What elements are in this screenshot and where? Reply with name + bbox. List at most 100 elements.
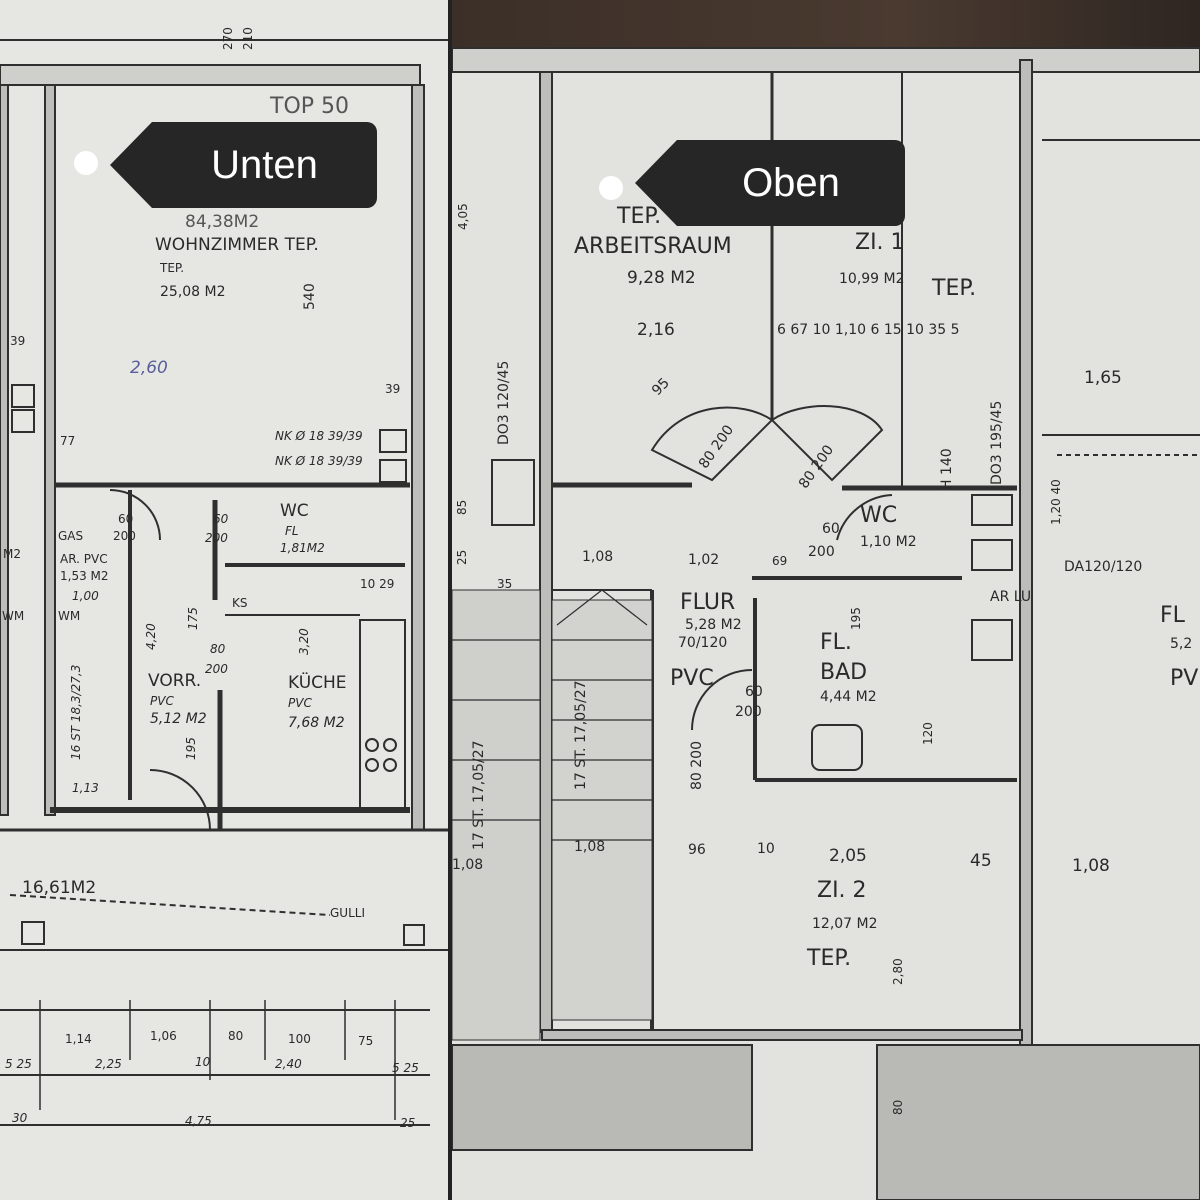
floor-tag-label: Oben: [742, 160, 840, 205]
dim-label: 175: [186, 607, 200, 630]
room-name-kueche: KÜCHE: [288, 673, 347, 693]
dim-label: 1,08: [452, 857, 484, 873]
door-dim: 60: [822, 521, 840, 537]
room-floor: PVC: [288, 696, 312, 710]
door-dim: 200: [205, 662, 228, 676]
dim-label: 120: [921, 722, 935, 745]
room-name-wc: WC: [860, 503, 898, 528]
label-ks: KS: [232, 596, 248, 610]
dim-label: 4,05: [456, 203, 470, 230]
duct-label: NK Ø 18 39/39: [275, 454, 363, 468]
room-floor: FL.: [820, 630, 852, 655]
label-wm: WM: [2, 609, 25, 623]
room-area: 4,44 M2: [820, 689, 877, 705]
dim-label: 1,13: [72, 781, 99, 795]
door-dim: 200: [205, 531, 228, 545]
door-dim: 80 200: [689, 741, 705, 790]
dim-label: 195: [849, 607, 863, 630]
lower-floor-walls: [0, 39, 448, 1126]
room-name-flur: FLUR: [680, 590, 736, 615]
label-ar-lu: AR LU: [990, 589, 1032, 605]
marker-dot: [74, 151, 98, 175]
dim-label: 1,02: [688, 552, 720, 568]
dim-label: 6 67 10 1,10 6 15 10 35 5: [777, 322, 960, 338]
dim-label: 45: [970, 851, 992, 871]
dim-label: 80: [228, 1029, 244, 1043]
area-unit: M2: [3, 547, 21, 561]
window-label: DO3 195/45: [989, 400, 1005, 485]
room-area: 5,12 M2: [150, 711, 207, 727]
label-gas: GAS: [58, 529, 84, 543]
dim-label: 39: [10, 334, 26, 348]
room-area: 1,53 M2: [60, 569, 109, 583]
dim-label: H 140: [939, 448, 955, 490]
label-gulli: GULLI: [330, 906, 365, 920]
room-floor: FL: [1160, 603, 1185, 628]
dim-label: 30: [12, 1111, 28, 1125]
stair-label: 17 ST. 17,05/27: [573, 680, 589, 790]
room-name-bad: BAD: [820, 660, 868, 685]
room-name-arbeitsraum: ARBEITSRAUM: [574, 234, 732, 259]
room-area: 5,28 M2: [685, 617, 742, 633]
dim-label: 1,00: [72, 589, 99, 603]
dim-label: 35: [497, 577, 513, 591]
room-area: 5,2: [1170, 636, 1193, 652]
dim-label: 39: [385, 382, 401, 396]
floor-tag-unten: Unten: [110, 122, 377, 208]
floor-tag-oben: Oben: [635, 140, 905, 226]
dim-label: 10: [195, 1055, 211, 1069]
room-area: 1,81M2: [280, 541, 325, 555]
room-floor: PV: [1170, 666, 1199, 691]
room-area: 1,10 M2: [860, 534, 917, 550]
dim-label: 25: [455, 549, 469, 565]
dim-label: 10: [757, 841, 775, 857]
room-area: 9,28 M2: [627, 268, 696, 288]
room-floor: TEP.: [932, 276, 977, 301]
door-dim: 60: [745, 684, 763, 700]
room-name-vorraum: VORR.: [148, 671, 202, 691]
unit-label: TOP 50: [270, 94, 350, 119]
window-label: DA120/120: [1064, 559, 1143, 575]
room-area: 12,07 M2: [812, 916, 878, 932]
dim-label: 1,20 40: [1049, 479, 1063, 525]
dim-label: 2,05: [829, 846, 867, 866]
dim-label: 85: [455, 499, 469, 515]
dim-label: 2,40: [275, 1057, 302, 1071]
dim-label: 1,06: [150, 1029, 177, 1043]
floor-tag-label: Unten: [211, 142, 318, 187]
dim-label: 25: [400, 1116, 416, 1130]
image-divider: [448, 0, 452, 1200]
dim-label: 80: [891, 1099, 905, 1115]
dim-label: 100: [288, 1032, 311, 1046]
room-floor: TEP.: [807, 946, 852, 971]
dim-label: 77: [60, 434, 76, 448]
upper-floor-walls: [452, 47, 1200, 1200]
dim-label: 96: [688, 842, 706, 858]
door-dim: 200: [808, 544, 835, 560]
door-dim: 200: [113, 529, 136, 543]
dim-label: 75: [358, 1034, 374, 1048]
dim-label: 5 25: [5, 1057, 32, 1071]
dim-label: 4,75: [185, 1114, 212, 1128]
door-dim: 60: [213, 512, 229, 526]
dim-label: 1,08: [574, 839, 606, 855]
room-area: 16,61M2: [22, 878, 97, 898]
marker-dot: [599, 176, 623, 200]
dim-label: 1,14: [65, 1032, 92, 1046]
label-wm: WM: [58, 609, 81, 623]
dim-label: 2,16: [637, 320, 675, 340]
dim-label: 210: [241, 27, 255, 50]
duct-label: NK Ø 18 39/39: [275, 429, 363, 443]
dim-label: 70/120: [678, 635, 728, 651]
dim-label: 69: [772, 554, 788, 568]
room-name-zi2: ZI. 2: [817, 878, 867, 903]
dim-label: 2,25: [95, 1057, 122, 1071]
window-label: DO3 120/45: [496, 360, 512, 445]
background-table: [452, 0, 1200, 52]
door-dim: 80: [210, 642, 226, 656]
upper-floor-plan: 4,05 TEP. ARBEITSRAUM 9,28 M2 ZI. 1 10,9…: [452, 0, 1200, 1200]
dim-label: 4,20: [144, 623, 158, 650]
room-name-wc: WC: [280, 501, 309, 521]
dim-label: 2,80: [891, 958, 905, 985]
room-floor: PVC: [150, 694, 174, 708]
